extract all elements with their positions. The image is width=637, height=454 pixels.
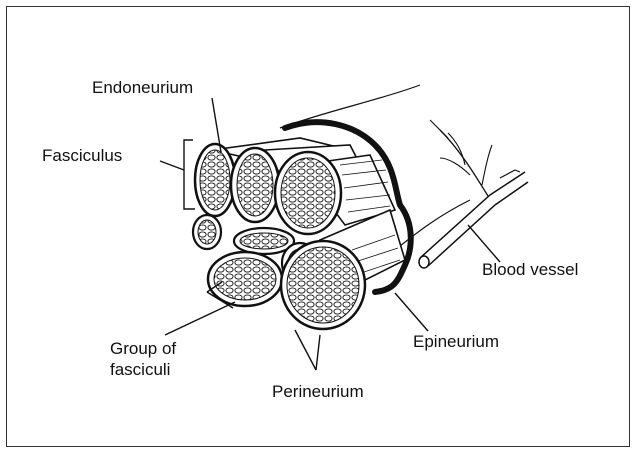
label-group-line2: fasciculi	[110, 360, 170, 379]
fasciculus-bracket	[184, 140, 195, 209]
perineurium-leader-1	[295, 330, 316, 370]
label-group-line1: Group of	[110, 339, 176, 358]
label-endoneurium: Endoneurium	[92, 78, 193, 97]
blood-vessel	[419, 120, 528, 268]
fasciculus-leader	[160, 161, 184, 170]
label-blood-vessel: Blood vessel	[482, 260, 578, 279]
group-leader	[165, 302, 235, 335]
epineurium-leader	[395, 293, 428, 331]
perineurium-leader-2	[316, 335, 320, 370]
label-perineurium: Perineurium	[272, 382, 364, 401]
label-fasciculus: Fasciculus	[42, 146, 122, 165]
blood-vessel-leader	[468, 225, 500, 262]
label-epineurium: Epineurium	[413, 332, 499, 351]
